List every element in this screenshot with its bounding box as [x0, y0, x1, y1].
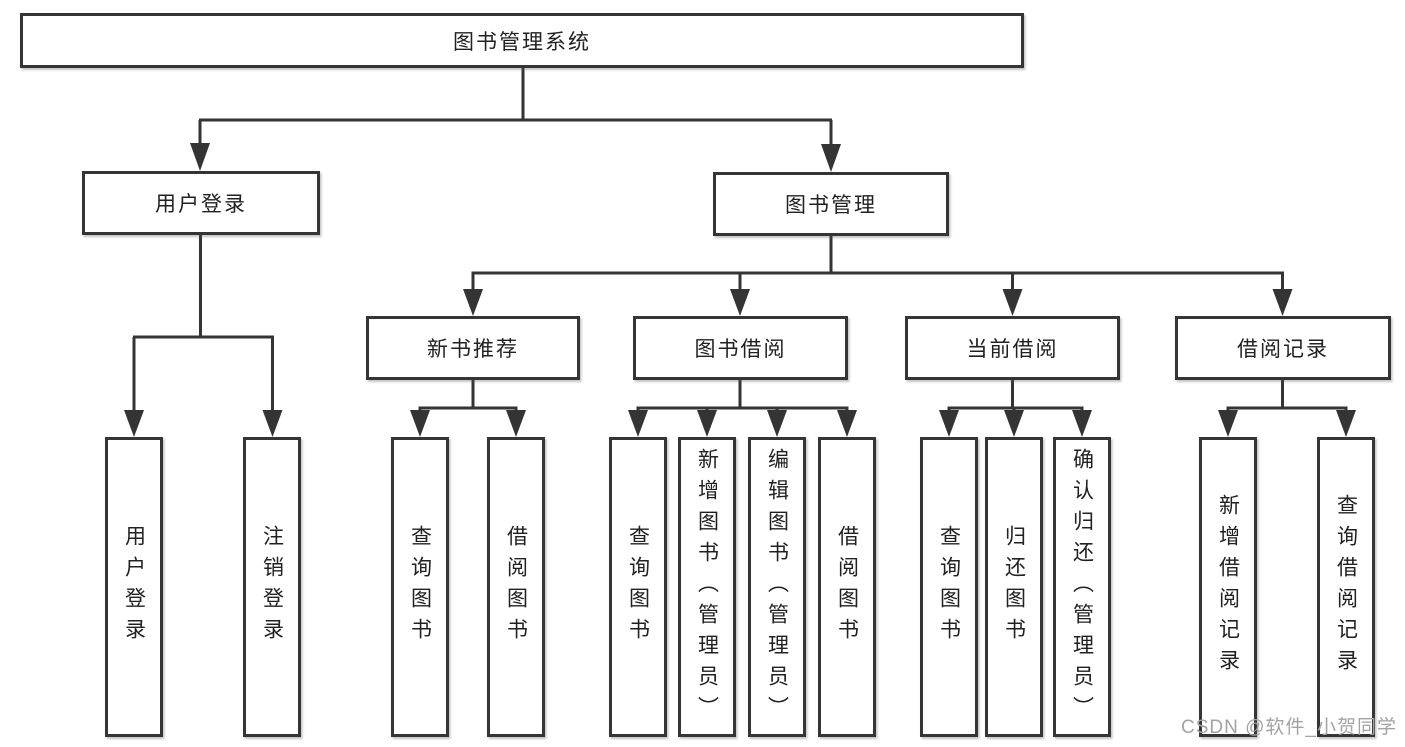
- leaf-borrow-book-2: 借阅图书: [818, 437, 876, 737]
- leaf-user-login: 用户登录: [105, 437, 163, 737]
- node-new-book-recommend: 新书推荐: [366, 316, 580, 380]
- node-user-login: 用户登录: [82, 171, 320, 235]
- leaf-logout: 注销登录: [243, 437, 301, 737]
- csdn-watermark: CSDN @软件_小贺同学: [1181, 717, 1397, 738]
- leaf-edit-book-admin: 编辑图书（管理员）: [748, 437, 806, 737]
- node-borrow-record: 借阅记录: [1175, 316, 1391, 380]
- leaf-add-borrow-record-label: 新增借阅记录: [1216, 494, 1240, 680]
- node-user-login-label: 用户登录: [155, 193, 247, 216]
- leaf-confirm-return-admin-label: 确认归还（管理员）: [1070, 447, 1094, 727]
- leaf-edit-book-admin-label: 编辑图书（管理员）: [765, 447, 789, 727]
- leaf-confirm-return-admin: 确认归还（管理员）: [1053, 437, 1111, 737]
- leaf-user-login-label: 用户登录: [122, 525, 146, 649]
- node-root-label: 图书管理系统: [453, 30, 591, 54]
- node-current-borrow: 当前借阅: [905, 316, 1120, 380]
- leaf-query-book-2: 查询图书: [609, 437, 667, 737]
- leaf-logout-label: 注销登录: [260, 525, 284, 649]
- leaf-query-book-1: 查询图书: [391, 437, 449, 737]
- leaf-query-borrow-record-label: 查询借阅记录: [1334, 494, 1358, 680]
- node-book-borrow: 图书借阅: [633, 316, 848, 380]
- node-book-management-label: 图书管理: [785, 194, 877, 217]
- leaf-query-book-3: 查询图书: [920, 437, 978, 737]
- leaf-query-book-2-label: 查询图书: [626, 525, 650, 649]
- leaf-add-book-admin: 新增图书（管理员）: [678, 437, 736, 737]
- leaf-return-book-label: 归还图书: [1002, 525, 1026, 649]
- leaf-query-borrow-record: 查询借阅记录: [1317, 437, 1375, 737]
- leaf-query-book-1-label: 查询图书: [408, 525, 432, 649]
- node-book-borrow-label: 图书借阅: [694, 338, 787, 361]
- leaf-borrow-book-2-label: 借阅图书: [835, 525, 859, 649]
- leaf-query-book-3-label: 查询图书: [937, 525, 961, 649]
- leaf-add-book-admin-label: 新增图书（管理员）: [695, 447, 719, 727]
- node-root-system: 图书管理系统: [20, 13, 1024, 68]
- node-borrow-record-label: 借阅记录: [1237, 338, 1329, 361]
- node-current-borrow-label: 当前借阅: [966, 338, 1059, 361]
- node-book-management: 图书管理: [713, 172, 949, 236]
- leaf-borrow-book-1-label: 借阅图书: [504, 525, 528, 649]
- leaf-borrow-book-1: 借阅图书: [487, 437, 545, 737]
- leaf-return-book: 归还图书: [985, 437, 1043, 737]
- node-new-book-recommend-label: 新书推荐: [427, 338, 519, 361]
- leaf-add-borrow-record: 新增借阅记录: [1199, 437, 1257, 737]
